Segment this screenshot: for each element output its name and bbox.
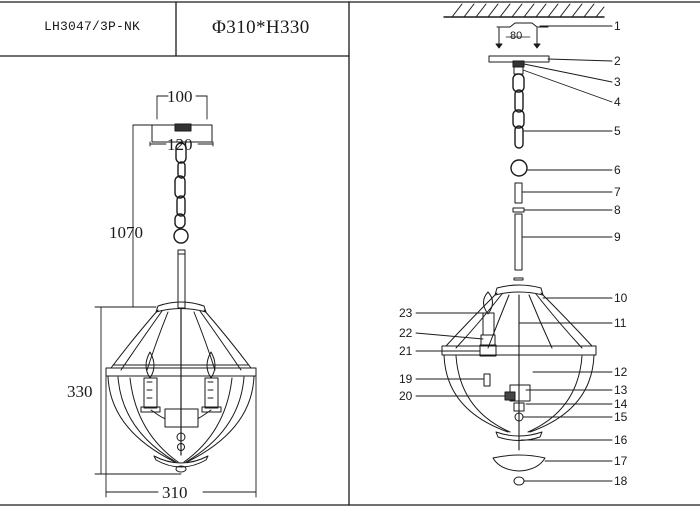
part-number: 19 xyxy=(399,372,413,386)
candle-left xyxy=(140,351,161,413)
dim-canopy-inner: 100 xyxy=(167,87,193,106)
part-number: 10 xyxy=(614,291,628,305)
dim-body-height: 330 xyxy=(67,382,93,401)
mounting-bracket xyxy=(496,22,549,28)
part-number: 2 xyxy=(614,54,621,68)
leader-lines xyxy=(415,25,613,482)
part-number: 20 xyxy=(399,389,413,403)
finial xyxy=(513,476,525,486)
part-number: 5 xyxy=(614,124,621,138)
part-number: 13 xyxy=(614,383,628,397)
dim-canopy-outer: 120 xyxy=(167,135,193,154)
part-number: 6 xyxy=(614,163,621,177)
overall-size: Φ310*H330 xyxy=(212,17,310,38)
dim-mount-spacing: 80 xyxy=(510,30,523,42)
part-number: 16 xyxy=(614,433,628,447)
candle-right xyxy=(201,351,222,413)
part-number: 21 xyxy=(399,344,413,358)
part-number: 14 xyxy=(614,397,628,411)
front-view xyxy=(94,95,257,498)
part-number: 12 xyxy=(614,365,628,379)
canopy-nut xyxy=(174,123,192,132)
chain xyxy=(173,142,189,244)
part-number: 15 xyxy=(614,410,628,424)
part-number: 9 xyxy=(614,230,621,244)
part-number: 18 xyxy=(614,474,628,488)
cage xyxy=(441,284,597,441)
bottom-dish xyxy=(492,454,546,472)
dim-body-width: 310 xyxy=(162,483,188,502)
part-number: 1 xyxy=(614,19,621,33)
part-number: 17 xyxy=(614,454,628,468)
exploded-view xyxy=(415,3,613,486)
rod xyxy=(177,249,186,309)
rod xyxy=(514,213,523,271)
part-number: 23 xyxy=(399,306,413,320)
rod-top xyxy=(514,182,523,204)
model-number: LH3047/3P-NK xyxy=(44,19,141,34)
chain xyxy=(510,73,528,177)
ceiling xyxy=(443,3,605,18)
part-number: 11 xyxy=(614,316,627,330)
part-number: 22 xyxy=(399,326,413,340)
dim-chain-length: 1070 xyxy=(109,223,143,242)
part-number: 7 xyxy=(614,185,621,199)
dimension-lines xyxy=(94,95,257,498)
part-number: 8 xyxy=(614,203,621,217)
part-number: 3 xyxy=(614,75,621,89)
candle-detail xyxy=(479,291,497,387)
part-number: 4 xyxy=(614,95,621,109)
screws xyxy=(495,27,541,49)
